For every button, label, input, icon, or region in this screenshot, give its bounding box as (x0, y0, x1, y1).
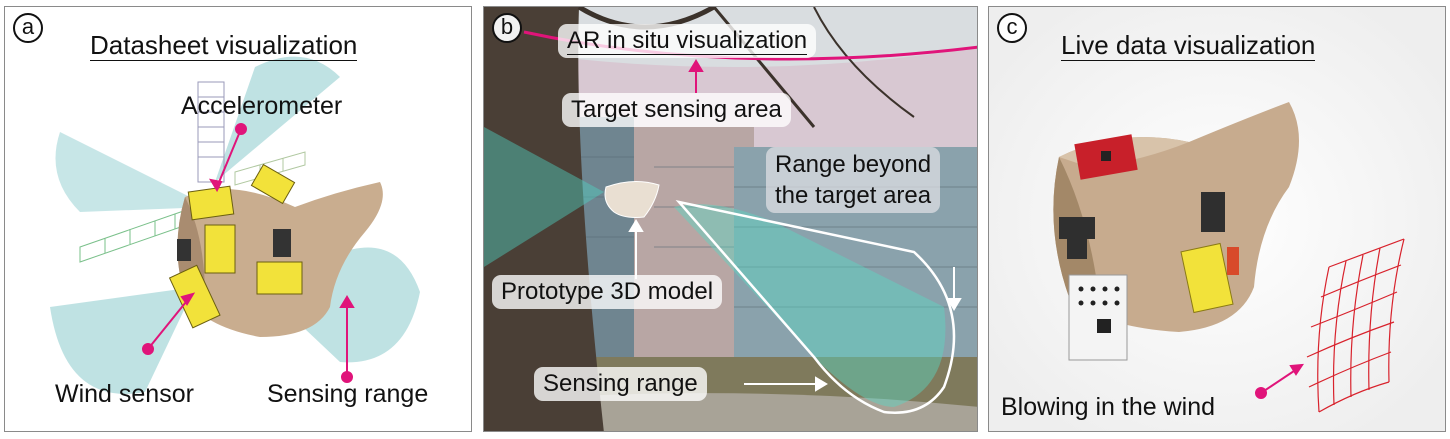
panel-title-b-text: AR in situ visualization (567, 27, 808, 55)
range-outline (675, 199, 956, 414)
label-range-beyond: Range beyond the target area (766, 147, 941, 213)
label-target-sensing-area: Target sensing area (562, 93, 791, 127)
wind-sensor-board (204, 224, 236, 274)
panel-datasheet-visualization: a Datasheet visualization Accelerometer … (4, 6, 472, 432)
panel-badge-b: b (492, 13, 522, 43)
arrow-wind-sensor (147, 296, 191, 350)
label-prototype-3d-model: Prototype 3D model (492, 275, 723, 309)
prototype-3d-model-icon (604, 181, 660, 218)
sensing-cone-left (55, 132, 210, 212)
sensing-cone-left-teal (484, 127, 604, 267)
panel-title-c: Live data visualization (1061, 30, 1316, 61)
label-range-beyond-line2: the target area (775, 182, 932, 209)
arrow-blowing (1260, 368, 1298, 394)
panel-ar-in-situ-visualization: b AR in situ visualization Target sensin… (483, 6, 978, 432)
accelerometer-grid-vertical (197, 81, 225, 183)
label-sensing-range-b: Sensing range (534, 367, 707, 401)
mount-clip-icon (1059, 217, 1095, 259)
live-data-illustration (989, 7, 1445, 431)
arrow-accelerometer (216, 128, 242, 188)
panel-title-a: Datasheet visualization (90, 30, 358, 61)
panel-badge-c: c (997, 13, 1027, 43)
accelerometer-board (187, 185, 235, 221)
panel-title-b: AR in situ visualization (558, 24, 817, 58)
panel-live-data-visualization: c Live data visualization Blowing in the… (988, 6, 1446, 432)
sensing-cone-lower-left (50, 287, 195, 394)
wind-mesh (1306, 238, 1405, 413)
label-accelerometer: Accelerometer (181, 92, 343, 120)
sensing-cone-top (215, 56, 340, 182)
sensing-cone-right-teal (674, 204, 946, 407)
label-wind-sensor: Wind sensor (55, 380, 194, 408)
side-sensor-board (256, 261, 303, 295)
panel-badge-a: a (13, 13, 43, 43)
label-sensing-range: Sensing range (267, 380, 429, 408)
datasheet-illustration (50, 56, 420, 394)
mount-clip-icon (273, 229, 291, 257)
wood-prototype-body (177, 182, 383, 337)
label-blowing-in-the-wind: Blowing in the wind (1001, 393, 1216, 421)
yellow-sensor-board (1180, 242, 1234, 314)
label-range-beyond-line1: Range beyond (775, 151, 932, 178)
